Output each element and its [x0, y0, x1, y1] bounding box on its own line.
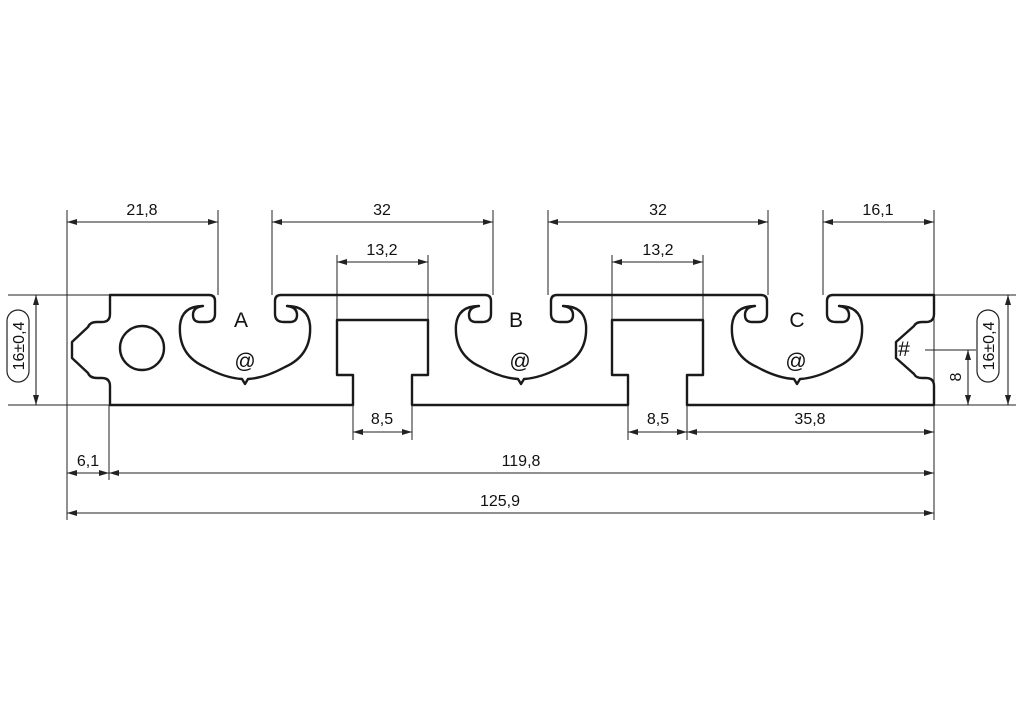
- profile-outline: [70, 293, 936, 407]
- dim-inner-length: 119,8: [109, 453, 934, 476]
- dim-inner-right: 13,2: [612, 242, 703, 265]
- dim-height-right-text: 16±0,4: [981, 321, 998, 370]
- dim-height-left: 16±0,4: [6, 295, 39, 405]
- dim-left-offset: 6,1: [67, 453, 109, 476]
- dim-inner-left: 13,2: [337, 242, 428, 265]
- dim-top-ab-text: 32: [373, 202, 391, 219]
- mark-c: @: [785, 350, 806, 373]
- mark-b: @: [509, 350, 530, 373]
- dim-top-left: 21,8: [67, 202, 218, 225]
- dim-height-right: 16±0,4: [976, 295, 1011, 405]
- groove-label-c: C: [789, 309, 804, 332]
- dim-left-offset-text: 6,1: [77, 453, 99, 470]
- dim-overall-length-text: 125,9: [480, 493, 520, 510]
- dim-inner-right-text: 13,2: [642, 242, 673, 259]
- dim-bottom-left-tab-text: 8,5: [371, 411, 393, 428]
- dim-top-right: 16,1: [823, 202, 934, 225]
- dim-inner-length-text: 119,8: [502, 453, 541, 470]
- dim-right-half: 8: [948, 350, 971, 405]
- hash-mark: #: [898, 338, 910, 361]
- aluminium-profile: [70, 293, 936, 407]
- groove-label-a: A: [234, 309, 248, 332]
- dim-top-bc-text: 32: [649, 202, 667, 219]
- dim-overall-length: 125,9: [67, 493, 934, 516]
- mark-a: @: [234, 350, 255, 373]
- dim-inner-left-text: 13,2: [366, 242, 397, 259]
- bore-hole: [118, 324, 166, 372]
- dimension-lines: 21,8 32 32 16,1 13,2: [67, 202, 934, 516]
- dim-bottom-right-tab: 8,5: [628, 411, 687, 435]
- dim-height-left-text: 16±0,4: [11, 321, 28, 370]
- dim-bottom-right-span: 35,8: [687, 411, 934, 435]
- dim-top-left-text: 21,8: [126, 202, 157, 219]
- dim-top-ab: 32: [272, 202, 493, 225]
- dim-bottom-right-span-text: 35,8: [794, 411, 825, 428]
- dim-bottom-left-tab: 8,5: [353, 411, 412, 435]
- dim-right-half-text: 8: [948, 372, 965, 381]
- groove-labels: A B C @ @ @ #: [234, 309, 910, 373]
- vertical-dimensions: 16±0,4 16±0,4 8: [6, 295, 1011, 405]
- dim-top-right-text: 16,1: [862, 202, 893, 219]
- dim-top-bc: 32: [548, 202, 768, 225]
- dim-bottom-right-tab-text: 8,5: [647, 411, 669, 428]
- groove-label-b: B: [509, 309, 523, 332]
